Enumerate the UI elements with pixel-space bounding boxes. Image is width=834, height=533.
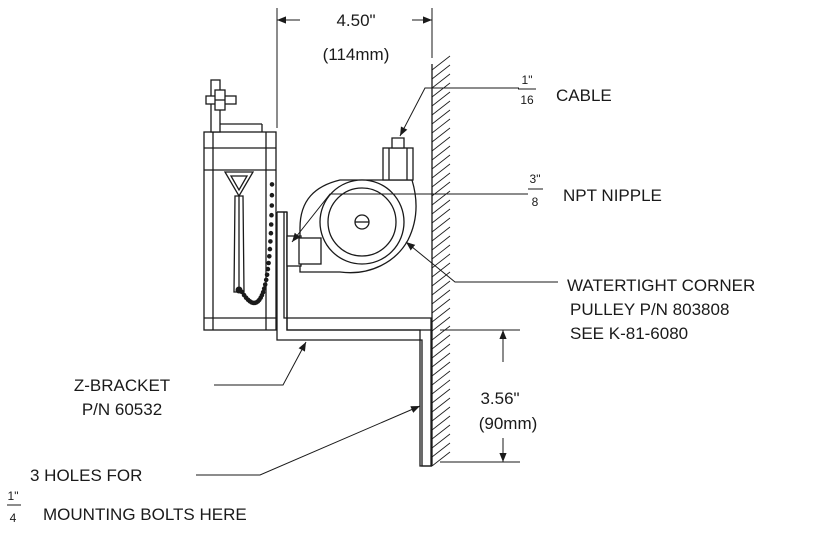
hatch-line <box>431 73 451 89</box>
chain-bead <box>267 246 273 252</box>
wall-hatching <box>431 55 451 467</box>
hatch-line <box>431 244 451 260</box>
hatch-line <box>431 343 451 359</box>
hatch-line <box>431 163 451 179</box>
hatch-line <box>431 172 451 188</box>
callout-bracket: Z-BRACKET P/N 60532 <box>74 341 307 419</box>
chain-bead <box>268 230 274 236</box>
hatch-line <box>431 361 451 377</box>
cable-label: CABLE <box>556 86 612 105</box>
hatch-line <box>431 298 451 314</box>
hatch-line <box>431 406 451 422</box>
chain-bead <box>269 182 275 187</box>
hatch-line <box>431 397 451 413</box>
hatch-line <box>431 127 451 143</box>
hatch-line <box>431 388 451 404</box>
hatch-line <box>431 118 451 134</box>
callout-pulley: WATERTIGHT CORNER PULLEY P/N 803808 SEE … <box>405 241 755 343</box>
enclosure <box>203 79 277 331</box>
hatch-line <box>431 442 451 458</box>
hatch-line <box>431 370 451 386</box>
hatch-line <box>431 217 451 233</box>
hatch-line <box>431 109 451 125</box>
hatch-line <box>431 316 451 332</box>
dimension-width: 4.50" (114mm) <box>276 8 433 128</box>
hatch-line <box>431 235 451 251</box>
cable-fraction-denominator: 16 <box>520 93 534 107</box>
hatch-line <box>431 226 451 242</box>
hatch-line <box>431 433 451 449</box>
hatch-line <box>431 415 451 431</box>
holes-fraction-denominator: 4 <box>10 511 17 525</box>
hatch-line <box>431 379 451 395</box>
hatch-line <box>431 190 451 206</box>
holes-line-1: 3 HOLES FOR <box>30 466 142 485</box>
chain-bead <box>266 260 271 266</box>
wall <box>431 55 451 467</box>
hatch-line <box>431 82 451 98</box>
callout-nipple: 3" 8 NPT NIPPLE <box>291 172 662 243</box>
nipple-label: NPT NIPPLE <box>563 186 662 205</box>
hatch-line <box>431 55 451 71</box>
holes-fraction-numerator: 1" <box>8 489 19 503</box>
chain-bead <box>260 289 266 295</box>
chain-bead <box>268 222 274 227</box>
hatch-line <box>431 307 451 323</box>
bracket-line-2: P/N 60532 <box>82 400 162 419</box>
hatch-line <box>431 208 451 224</box>
callout-holes: 3 HOLES FOR 1" 4 MOUNTING BOLTS HERE <box>7 405 421 525</box>
bracket-line-1: Z-BRACKET <box>74 376 170 395</box>
pulley-line-1: WATERTIGHT CORNER <box>567 276 755 295</box>
callout-cable: 1" 16 CABLE <box>399 73 612 137</box>
chain-bead <box>263 277 269 283</box>
hatch-line <box>431 199 451 215</box>
chain-bead <box>269 192 275 198</box>
height-inches: 3.56" <box>480 389 519 408</box>
hatch-line <box>431 280 451 296</box>
hatch-line <box>431 100 451 116</box>
dimension-height: 3.56" (90mm) <box>440 329 538 463</box>
hatch-line <box>431 325 451 341</box>
chain-bead <box>269 203 275 208</box>
hatch-line <box>431 334 451 350</box>
chain-bead <box>268 239 273 244</box>
width-mm: (114mm) <box>323 45 390 64</box>
hatch-line <box>431 136 451 152</box>
pulley-line-2: PULLEY P/N 803808 <box>570 300 729 319</box>
cable-fraction-numerator: 1" <box>522 73 533 87</box>
nipple-fraction-denominator: 8 <box>532 195 539 209</box>
hatch-line <box>431 145 451 161</box>
corner-pulley <box>286 137 417 274</box>
pulley-line-3: SEE K-81-6080 <box>570 324 688 343</box>
hatch-line <box>431 271 451 287</box>
chain-bead <box>262 282 268 287</box>
holes-line-2: MOUNTING BOLTS HERE <box>43 505 247 524</box>
chain-bead <box>265 266 271 272</box>
hatch-line <box>431 424 451 440</box>
height-mm: (90mm) <box>479 414 538 433</box>
chain-bead <box>267 253 272 259</box>
chain-bead <box>269 212 274 218</box>
hatch-line <box>431 91 451 107</box>
hatch-line <box>431 451 451 467</box>
hatch-line <box>431 352 451 368</box>
hatch-line <box>431 64 451 80</box>
bead-chain <box>239 182 275 306</box>
chain-bead <box>264 272 270 278</box>
width-inches: 4.50" <box>336 11 375 30</box>
hatch-line <box>431 154 451 170</box>
hatch-line <box>431 289 451 305</box>
chain-bead <box>261 286 267 291</box>
nipple-fraction-numerator: 3" <box>530 172 541 186</box>
